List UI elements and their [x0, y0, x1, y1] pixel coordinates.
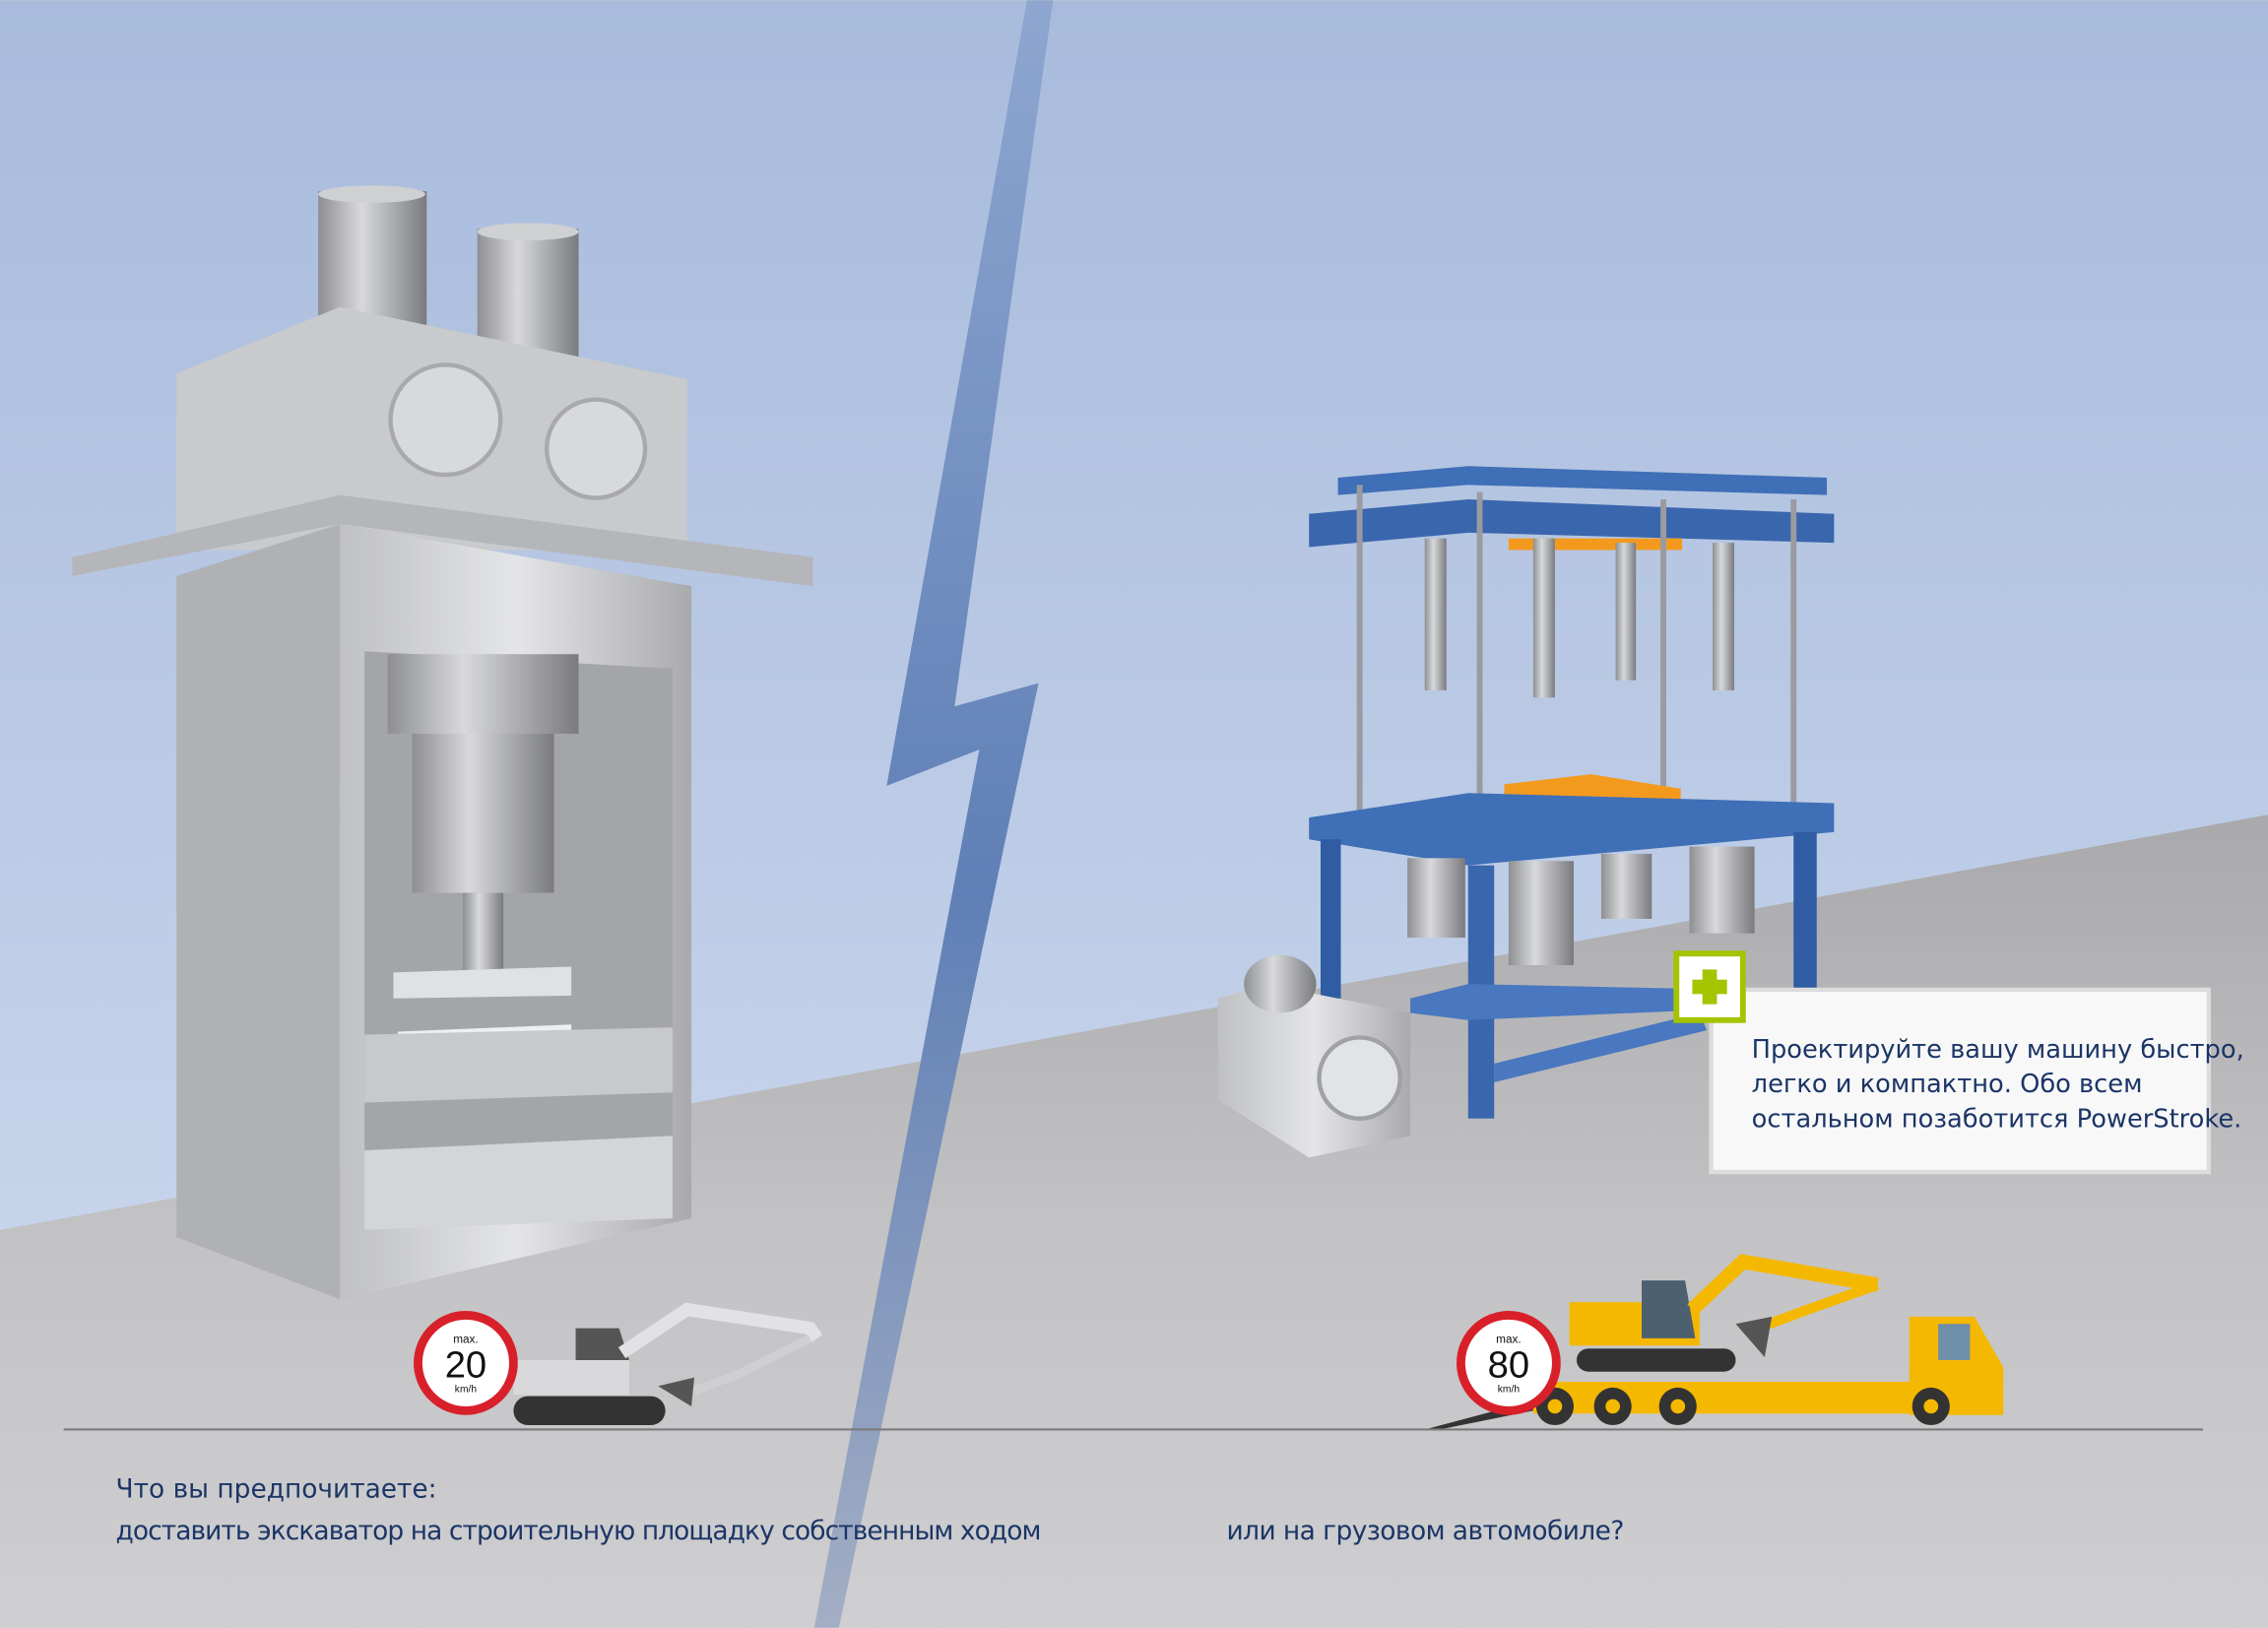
lightning-divider [813, 0, 1054, 1628]
truck-with-excavator [1424, 1254, 2004, 1430]
callout-line: Проектируйте вашу машину быстро, [1752, 1035, 2244, 1065]
sign-label: max. [1496, 1333, 1521, 1345]
callout-line: легко и компактно. Обо всем [1752, 1070, 2143, 1099]
callout-line: остальном позаботится PowerStroke. [1752, 1104, 2242, 1134]
plus-icon[interactable] [1673, 950, 1746, 1023]
speed-limit-sign-20: max. 20 km/h [414, 1311, 518, 1415]
excavator-white [513, 1302, 823, 1426]
callout-box: Проектируйте вашу машину быстро, легко и… [1709, 987, 2252, 1175]
powerstroke-machine [1217, 466, 1835, 1158]
hydraulic-press [72, 185, 813, 1300]
sign-label: max. [453, 1333, 478, 1345]
sign-unit: km/h [1498, 1384, 1521, 1395]
sign-value: 80 [1488, 1344, 1529, 1387]
caption-option-left: доставить экскаватор на строительную пло… [116, 1516, 1042, 1546]
sign-value: 20 [445, 1344, 486, 1387]
svg-text:Проектируйте вашу машину быстр: Проектируйте вашу машину быстро, легко и… [1752, 1035, 2252, 1135]
caption-question: Что вы предпочитаете: [116, 1473, 437, 1504]
sign-unit: km/h [455, 1384, 478, 1395]
caption-option-right: или на грузовом автомобиле? [1227, 1516, 1625, 1546]
speed-limit-sign-80: max. 80 km/h [1457, 1311, 1561, 1415]
